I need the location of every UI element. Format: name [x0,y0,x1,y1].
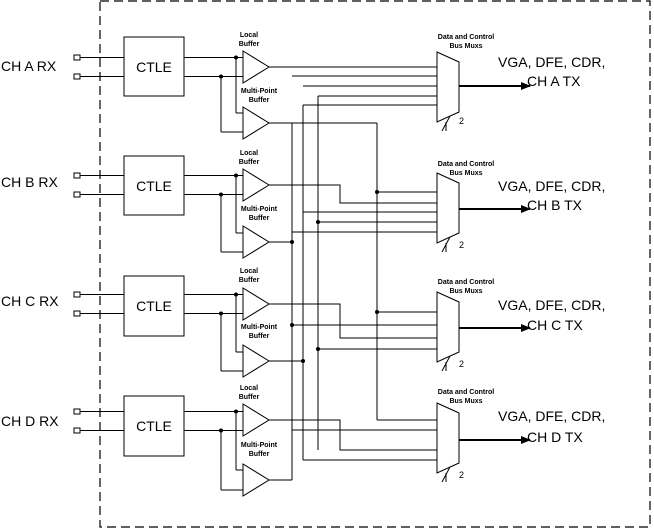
channel-d-rx-label: CH D RX [1,413,59,429]
rx-pin [73,427,81,434]
local-buffer-triangle [242,50,270,84]
multipoint-buffer-label: Buffer [249,333,270,340]
multipoint-buffer-triangle [242,225,270,259]
rx-pin [73,408,81,415]
local-buffer-label: Buffer [239,277,260,284]
channel-d-tx-label: VGA, DFE, CDR, [498,408,605,424]
multipoint-buffer-label: Multi-Point [241,324,278,331]
junction-dots [290,190,379,363]
channel-c-rx-label: CH C RX [1,293,59,309]
bus-width-label: 2 [459,470,464,480]
ctle-label: CTLE [136,59,172,75]
local-buffer-triangle [242,287,270,321]
rx-pin [73,310,81,317]
local-buffer-label: Local [240,150,258,157]
ctle-block [123,36,185,97]
device-boundary [99,0,651,528]
channel-b-rx-label: CH B RX [1,174,58,190]
mux-label: Bus Muxs [449,398,482,405]
channel-a-rx-label: CH A RX [1,58,57,74]
ctle-label: CTLE [136,298,172,314]
bus-mux [436,51,460,123]
ctle-label: CTLE [136,178,172,194]
mux-label: Bus Muxs [449,43,482,50]
local-buffer-label: Buffer [239,394,260,401]
local-buffer-label: Local [240,268,258,275]
local-buffer-label: Local [240,32,258,39]
multipoint-buffer-label: Buffer [249,451,270,458]
multipoint-buffer-label: Buffer [249,215,270,222]
multipoint-buffer-label: Multi-Point [241,442,278,449]
mux-label: Data and Control [438,161,494,168]
channel-d: CH D RX CTLE Local Buffer Multi-Point Bu… [1,385,605,497]
multipoint-buffer-label: Buffer [249,97,270,104]
channel-b-tx-label: VGA, DFE, CDR, [498,178,605,194]
bus-width-label: 2 [459,116,464,126]
local-buffer-label: Buffer [239,159,260,166]
mux-label: Data and Control [438,389,494,396]
bus-width-label: 2 [459,359,464,369]
interconnect-wiring [269,66,437,481]
channel-c-tx-label: VGA, DFE, CDR, [498,297,605,313]
multipoint-buffer-label: Multi-Point [241,206,278,213]
bus-mux [436,402,460,474]
rx-pin [73,291,81,298]
bus-mux [436,172,460,244]
channel-b: CH B RX CTLE Local Buffer Multi-Point Bu… [1,150,605,259]
rx-pin [73,172,81,179]
rx-pin [73,54,81,61]
channel-c-tx-label: CH C TX [527,317,583,333]
local-buffer-triangle [242,403,270,437]
channel-d-tx-label: CH D TX [527,429,583,445]
mux-label: Bus Muxs [449,170,482,177]
mux-label: Bus Muxs [449,288,482,295]
multipoint-buffer-triangle [242,106,270,140]
ctle-block [123,395,185,457]
multipoint-buffer-triangle [242,344,270,378]
bus-width-label: 2 [459,240,464,250]
rx-pin [73,191,81,198]
channel-b-tx-label: CH B TX [527,197,583,213]
multipoint-buffer-label: Multi-Point [241,88,278,95]
mux-label: Data and Control [438,279,494,286]
channel-a-tx-label: VGA, DFE, CDR, [498,54,605,70]
ctle-label: CTLE [136,418,172,434]
local-buffer-label: Local [240,385,258,392]
mux-label: Data and Control [438,34,494,41]
bus-mux [436,291,460,363]
ctle-block [123,275,185,337]
local-buffer-triangle [242,168,270,202]
channel-a-tx-label: CH A TX [527,73,581,89]
local-buffer-label: Buffer [239,41,260,48]
channel-a: CH A RX CTLE Local Buffer Multi-Point Bu… [1,32,605,140]
multipoint-buffer-triangle [242,463,270,497]
ctle-block [123,155,185,216]
rx-pin [73,73,81,80]
channel-c: CH C RX CTLE Local Buffer Multi-Point Bu… [1,268,605,378]
